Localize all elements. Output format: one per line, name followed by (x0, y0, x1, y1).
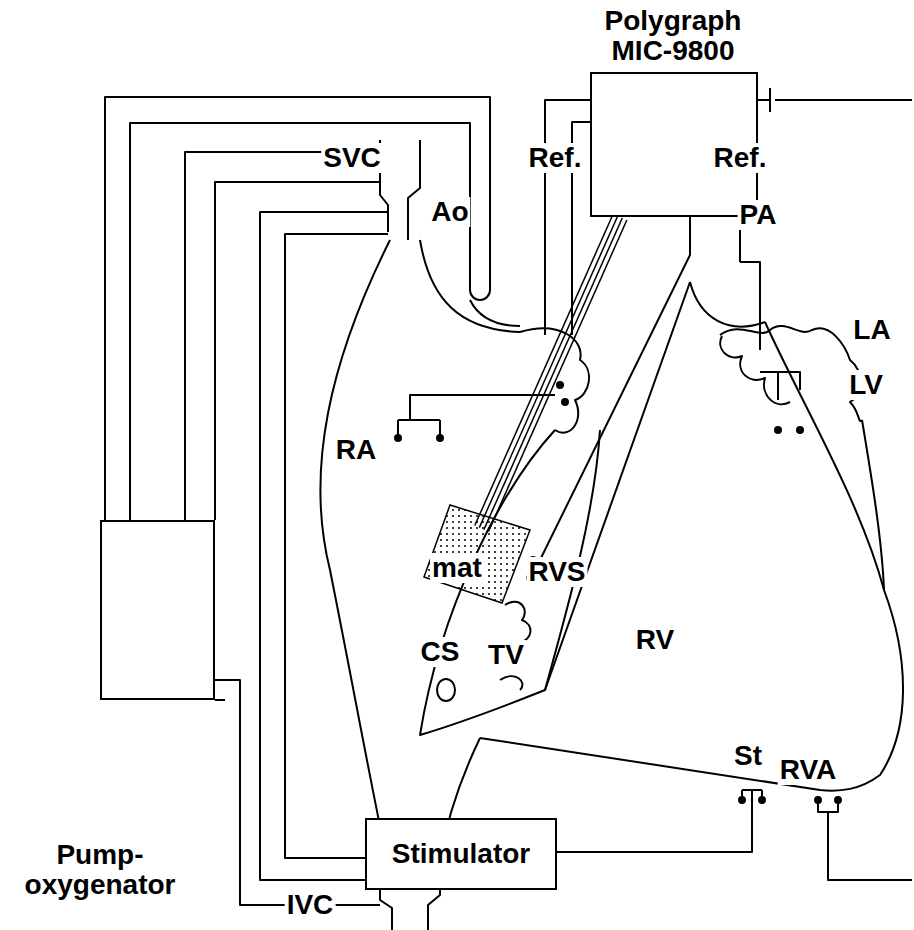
aortic-root (420, 240, 520, 332)
electrode-dot (775, 427, 781, 433)
electrode-dot (835, 797, 841, 803)
part-label: RA (334, 435, 378, 465)
polygraph-right-wire (758, 88, 912, 112)
part-label: PA (738, 200, 779, 230)
reference-wire (545, 100, 590, 335)
arterial-cannula (105, 97, 490, 520)
part-label: RV (634, 625, 676, 655)
part-label: CS (419, 637, 462, 667)
device-name: Polygraph MIC-9800 (588, 6, 758, 66)
part-label: Ref. (527, 143, 584, 173)
device-box: Pump- oxygenator (10, 520, 215, 910)
svc-vessel (380, 140, 420, 240)
part-label: RVS (526, 557, 587, 587)
device-box: Stimulator (365, 818, 557, 890)
mat-electrode: mat (420, 495, 532, 607)
part-label: Ao (429, 197, 470, 227)
pulmonary-artery (690, 282, 765, 327)
cable-wire (479, 216, 617, 528)
electrode-dot (797, 427, 803, 433)
coronary-sinus (437, 679, 455, 701)
part-label: SVC (321, 143, 383, 173)
ra-electrode-wire (398, 395, 555, 438)
part-label: LV (847, 370, 885, 400)
electrode-dot (562, 399, 568, 405)
electrode-dot (557, 382, 563, 388)
rvs-wire (540, 217, 690, 560)
cable-wire (488, 220, 626, 532)
electrode-dot (815, 797, 821, 803)
rva-wire (818, 800, 912, 880)
electrode-dot (437, 435, 443, 441)
svc-cannula (185, 152, 380, 520)
la-wire (740, 217, 800, 400)
right-atrium-outline (320, 240, 390, 850)
cable-wire (475, 214, 613, 526)
atriotomy (420, 430, 600, 735)
part-label: TV (486, 640, 526, 670)
device-name: Stimulator (365, 839, 557, 869)
ra-appendage (520, 328, 589, 432)
mat-shape (420, 495, 532, 607)
part-label: mat (430, 553, 484, 583)
part-label: Ref. (712, 143, 769, 173)
electrode-dot (739, 797, 745, 803)
part-label: IVC (285, 890, 336, 920)
box-frame (100, 520, 215, 700)
part-label: RVA (778, 755, 839, 785)
left-atrium (720, 326, 862, 421)
pump-return (215, 680, 380, 905)
lead-cable (475, 214, 627, 532)
stimulator-wire (557, 790, 762, 852)
device-name: Pump- oxygenator (10, 840, 190, 900)
electrode-dot (395, 435, 401, 441)
rv-outline (480, 322, 903, 791)
cable-wire (484, 218, 622, 530)
device-box: Polygraph MIC-9800 (588, 0, 758, 217)
part-label: St (732, 741, 764, 771)
electrode-dot (759, 797, 765, 803)
left-ventricle (862, 420, 884, 590)
part-label: LA (851, 315, 892, 345)
